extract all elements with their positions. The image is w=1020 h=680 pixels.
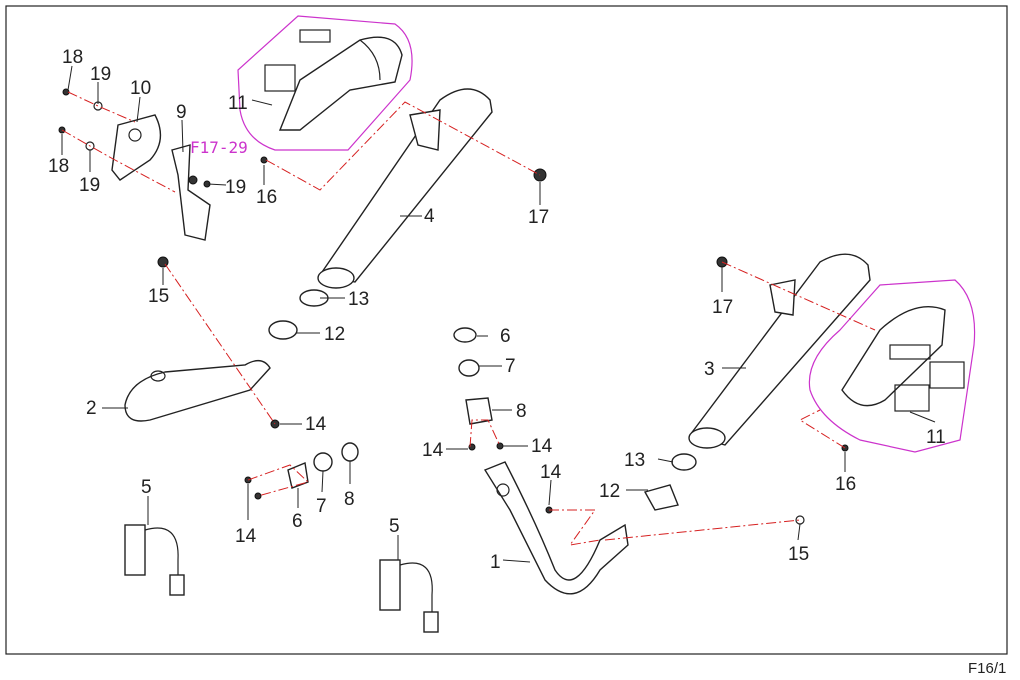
callout-6-left: 6 — [292, 511, 303, 532]
heat-shield-left — [237, 15, 413, 151]
callout-leaders — [61, 65, 936, 563]
sheet-code: F16/1 — [968, 660, 1006, 677]
flange-set-left — [244, 442, 359, 500]
callout-9: 9 — [176, 102, 187, 123]
callout-10: 10 — [130, 78, 151, 99]
callout-14-bottom-left: 14 — [235, 526, 257, 547]
callout-5-center: 5 — [389, 516, 400, 537]
mounting-bracket — [58, 88, 268, 241]
link-pipe-left — [124, 256, 298, 429]
callout-1: 1 — [490, 552, 501, 573]
callout-2: 2 — [86, 398, 97, 419]
sensor-left — [124, 524, 185, 596]
callout-4: 4 — [424, 206, 435, 227]
muffler-right — [643, 253, 871, 525]
callout-11-left: 11 — [228, 93, 248, 114]
callout-13-left: 13 — [348, 289, 369, 310]
callout-18-lower: 18 — [48, 156, 69, 177]
callout-11-right: 11 — [926, 427, 946, 448]
callout-16-right: 16 — [835, 474, 856, 495]
header-pipe-center — [453, 327, 629, 595]
callout-14-center-left: 14 — [422, 440, 444, 461]
callout-5-left: 5 — [141, 477, 152, 498]
callout-7-center: 7 — [505, 356, 516, 377]
callout-17-right: 17 — [712, 297, 733, 318]
callout-19-lower: 19 — [79, 175, 100, 196]
callout-12-right: 12 — [599, 481, 620, 502]
callout-12-left: 12 — [324, 324, 345, 345]
torque-reference: F17-29 — [190, 138, 248, 157]
diagram-border — [5, 5, 1008, 655]
callout-19-mid: 19 — [225, 177, 246, 198]
callout-17-left: 17 — [528, 207, 549, 228]
muffler-upper — [299, 88, 547, 307]
assembly-leader-lines — [61, 91, 876, 546]
callout-15-right: 15 — [788, 544, 809, 565]
callout-14-center-right: 14 — [531, 436, 553, 457]
callout-3: 3 — [704, 359, 715, 380]
callout-numbers: 18 19 10 9 F17-29 19 16 18 19 11 4 17 13… — [48, 47, 946, 573]
callout-8-left: 8 — [344, 489, 355, 510]
callout-7-left: 7 — [316, 496, 327, 517]
callout-14-left: 14 — [305, 414, 327, 435]
callout-13-right: 13 — [624, 450, 645, 471]
callout-16-left: 16 — [256, 187, 277, 208]
callout-15-left: 15 — [148, 286, 169, 307]
callout-19-upper: 19 — [90, 64, 111, 85]
callout-8-center: 8 — [516, 401, 527, 422]
callout-14-center-low: 14 — [540, 462, 562, 483]
sensor-center — [379, 559, 439, 633]
callout-6-center: 6 — [500, 326, 511, 347]
heat-shield-right — [808, 279, 976, 453]
callout-18-upper: 18 — [62, 47, 83, 68]
